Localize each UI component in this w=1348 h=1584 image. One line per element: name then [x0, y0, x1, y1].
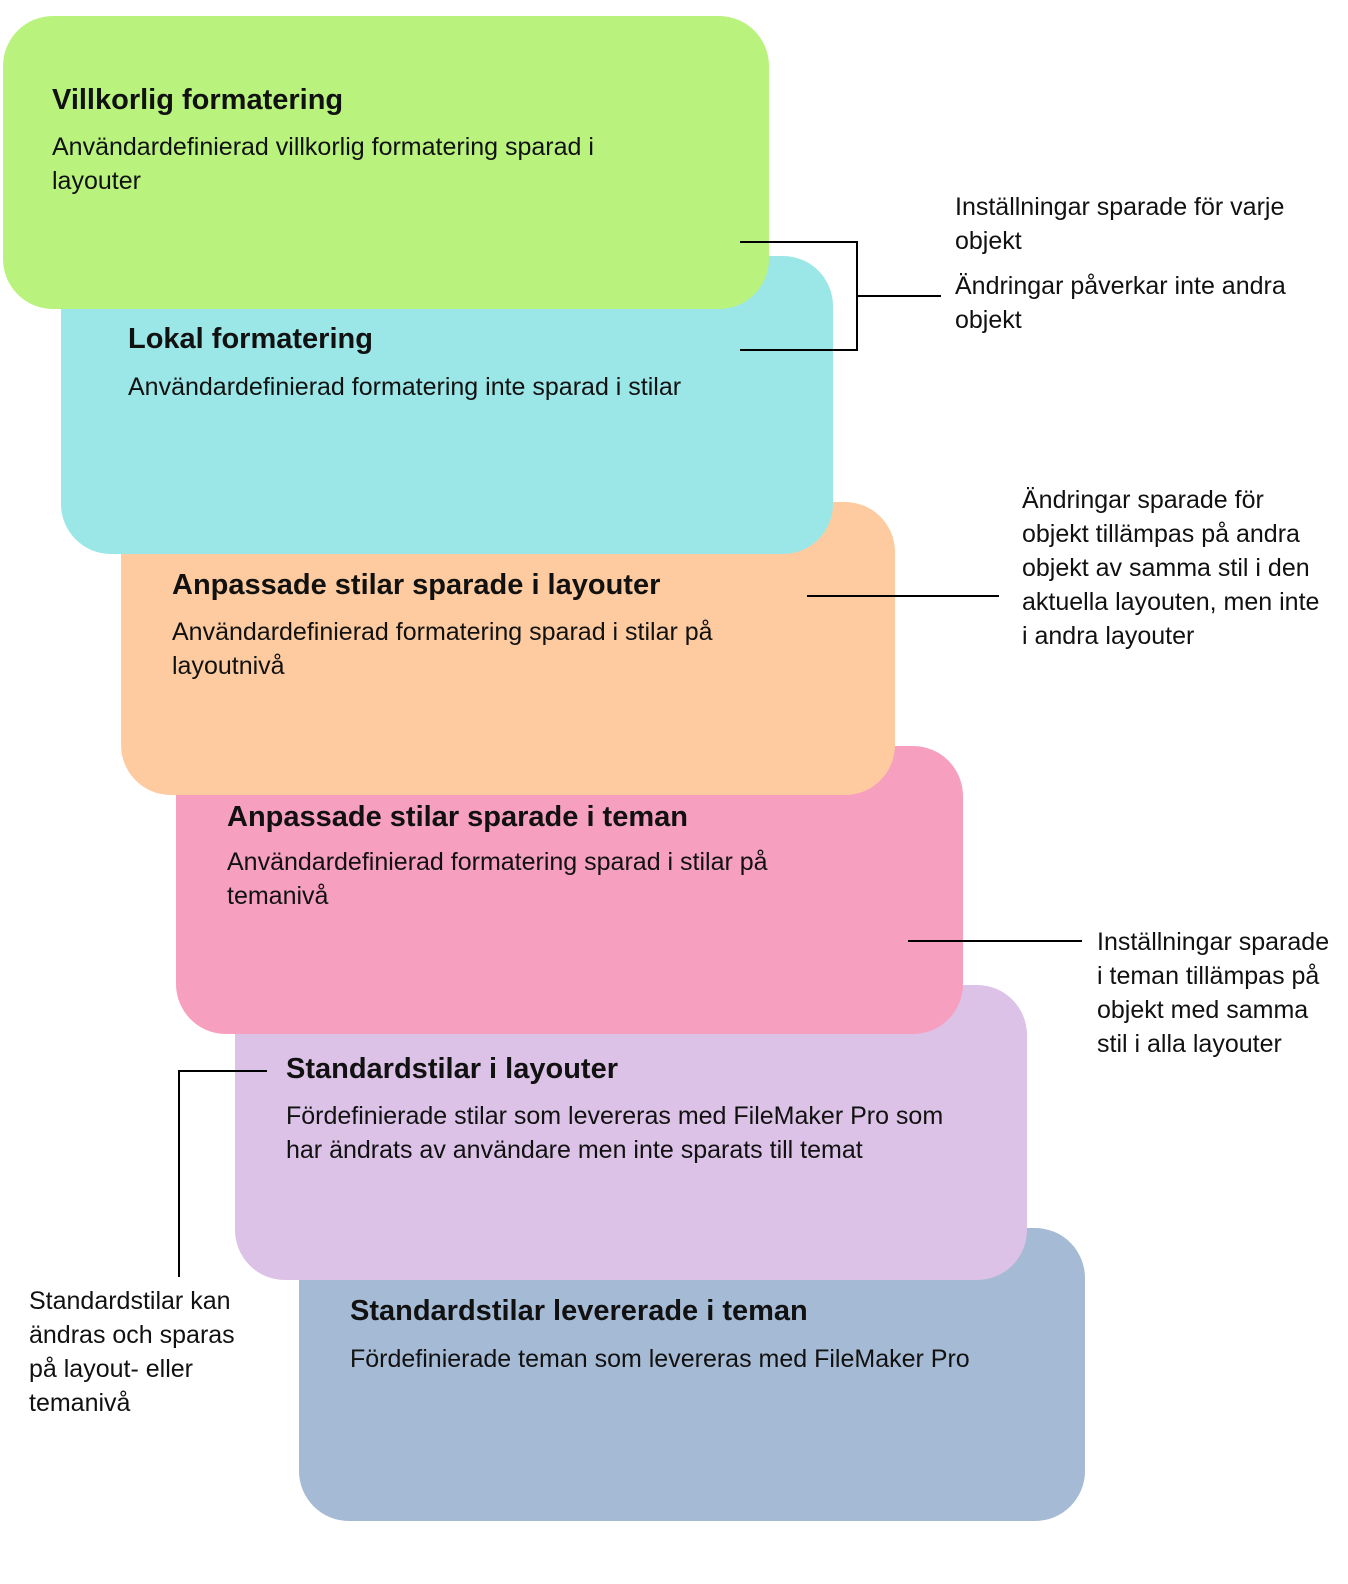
layer-description: Användardefinierad formatering sparad i …: [227, 848, 768, 910]
layer-title: Anpassade stilar sparade i layouter: [172, 569, 661, 601]
note-layout-styles: Ändringar sparade för objekt tillämpas p…: [1022, 483, 1322, 653]
layer-description: Användardefinierad villkorlig formaterin…: [52, 133, 594, 195]
note-default-styles: Standardstilar kan ändras och sparas på …: [29, 1284, 244, 1420]
layer-description: Fördefinierade teman som levereras med F…: [350, 1345, 970, 1373]
layer-title: Anpassade stilar sparade i teman: [227, 801, 688, 833]
note-object-settings: Inställningar sparade för varje objekt Ä…: [955, 190, 1340, 337]
layer-title: Villkorlig formatering: [52, 84, 344, 116]
layer-description: Användardefinierad formatering sparad i …: [172, 618, 713, 680]
note-text: Ändringar sparade för objekt tillämpas p…: [1022, 486, 1320, 650]
note-text: Ändringar påverkar inte andra objekt: [955, 272, 1286, 334]
bracket-connector: [740, 241, 858, 351]
layer-title: Standardstilar levererade i teman: [350, 1295, 808, 1327]
layer-default-layout: Standardstilar i layouter Fördefinierade…: [235, 985, 1027, 1280]
default-styles-connector: [178, 1070, 267, 1277]
layer-title: Standardstilar i layouter: [286, 1053, 618, 1085]
layer-description: Fördefinierade stilar som levereras med …: [286, 1102, 944, 1164]
note-theme-styles: Inställningar sparade i teman tillämpas …: [1097, 925, 1332, 1061]
note-text: Inställningar sparade i teman tillämpas …: [1097, 928, 1330, 1058]
note-text: Inställningar sparade för varje objekt: [955, 193, 1285, 255]
layer-description: Användardefinierad formatering inte spar…: [128, 373, 682, 401]
note-text: Standardstilar kan ändras och sparas på …: [29, 1287, 235, 1417]
layer-conditional: Villkorlig formatering Användardefiniera…: [3, 16, 769, 309]
layer-title: Lokal formatering: [128, 323, 373, 355]
